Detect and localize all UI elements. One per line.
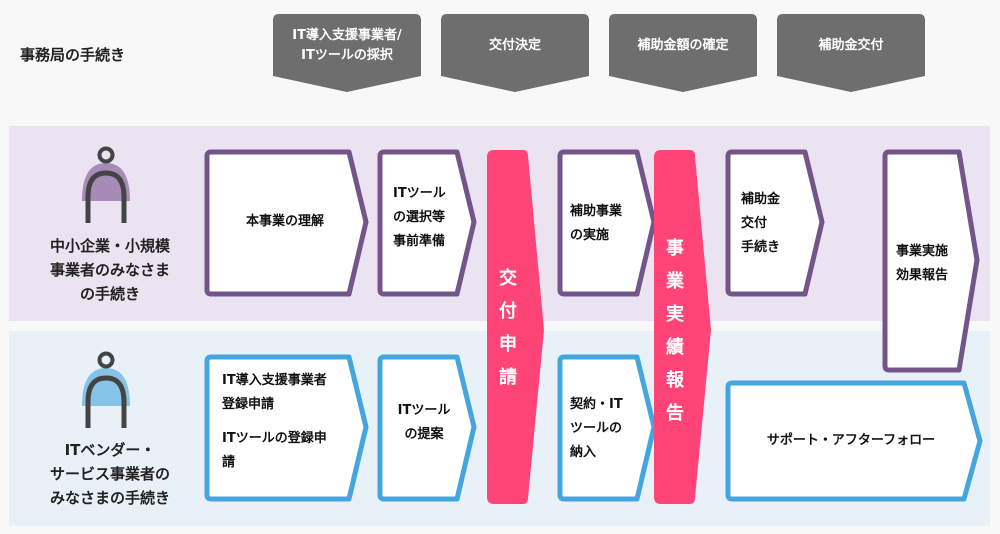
arrow-box-shape [377, 354, 477, 502]
down-pentagon-shape [441, 14, 589, 92]
arrow-box-shape [557, 354, 657, 502]
step-label: 契約・IT ツールの 納入 [570, 397, 623, 460]
office-step-grant-payment: 補助金交付 [777, 14, 925, 94]
step-label: ITツール の選択等 事前準備 [393, 186, 446, 249]
office-step-label: IT導入支援事業者/ ITツールの採択 [292, 28, 402, 63]
office-procedures-label: 事務局の手続き [20, 46, 126, 64]
step-label: 事業実施 効果報告 [896, 244, 949, 283]
arrow-box-shape [725, 149, 825, 297]
step-label: 補助事業 の実施 [570, 204, 623, 243]
office-step-adoption: IT導入支援事業者/ ITツールの採択 [273, 14, 421, 94]
milestone-label: 事 業 実 績 報 告 [666, 238, 684, 424]
arrow-box-shape [204, 354, 369, 502]
milestone-arrow-shape [487, 150, 544, 504]
down-pentagon-shape [777, 14, 925, 92]
step-label: ITツール の提案 [397, 403, 451, 442]
arrow-box-shape [377, 149, 477, 297]
vendor-lane-label: ITベンダー・ サービス事業者の みなさまの手続き [49, 441, 170, 507]
step-label: 本事業の理解 [245, 214, 324, 229]
arrow-box-shape [882, 149, 980, 373]
step-label: サポート・アフターフォロー [766, 433, 936, 448]
office-step-label: 交付決定 [488, 38, 541, 53]
arrow-box-shape [725, 380, 983, 502]
sme-lane-label: 中小企業・小規模 事業者のみなさま の手続き [49, 237, 170, 303]
step-label: ITツールの登録申 請 [222, 431, 327, 470]
office-step-amount-confirmation: 補助金額の確定 [609, 14, 757, 94]
arrow-box-shape [204, 149, 369, 297]
step-label: 補助金 交付 手続き [741, 192, 781, 255]
milestone-label: 交 付 申 請 [499, 268, 517, 388]
down-pentagon-shape [609, 14, 757, 92]
down-pentagon-shape [273, 14, 421, 92]
milestone-arrow-shape [654, 150, 711, 504]
step-label: IT導入支援事業者 登録申請 [222, 373, 327, 412]
office-step-label: 補助金額の確定 [637, 38, 729, 53]
office-step-grant-decision: 交付決定 [441, 14, 589, 94]
arrow-box-shape [557, 149, 657, 297]
sme-person-icon [80, 145, 132, 229]
office-step-label: 補助金交付 [818, 38, 884, 53]
vendor-person-icon [80, 350, 132, 434]
